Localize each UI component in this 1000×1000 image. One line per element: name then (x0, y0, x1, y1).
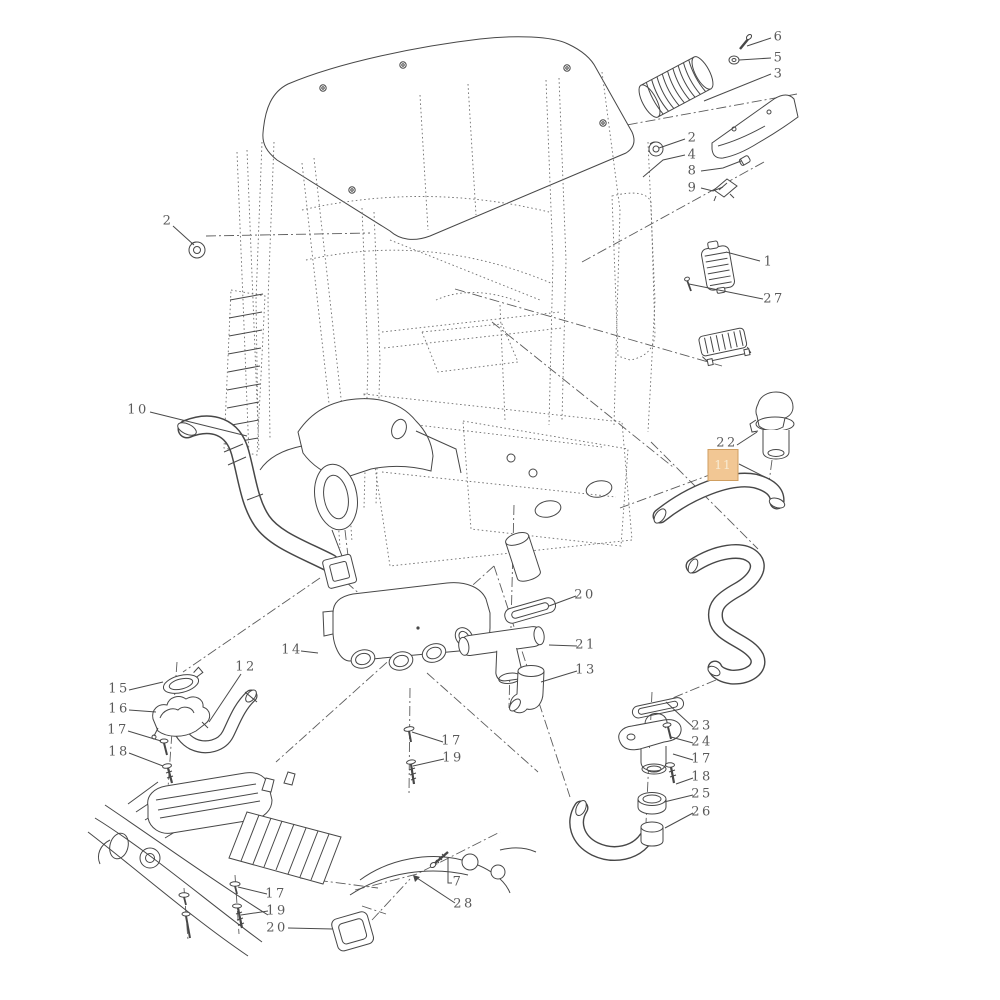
engine-assembly (87, 771, 537, 957)
part-hose-stub (505, 532, 541, 582)
leader-lines (127, 37, 772, 930)
roof-mounts (319, 61, 607, 194)
part-bolt-18-left (162, 763, 174, 784)
part-hose-26 (569, 800, 664, 861)
part-elbow-13 (509, 665, 545, 714)
part-gasket-20-mid (504, 597, 557, 624)
part-tee-duct-21 (458, 626, 545, 684)
part-ring-15 (162, 666, 204, 694)
part-deflector-panel (711, 94, 799, 159)
part-intake-cap (749, 391, 795, 460)
cab-roof-outline (262, 36, 635, 240)
part-air-filter (701, 240, 735, 294)
part-bolt-17-right (662, 722, 672, 740)
part-grommet-5 (728, 55, 740, 65)
part-point-28 (413, 875, 420, 882)
part-grommet-2-left (188, 241, 206, 259)
part-s-hose (685, 544, 766, 685)
part-hose-11 (652, 472, 786, 524)
part-pin-8 (738, 155, 751, 166)
cab-wireframe (223, 36, 656, 567)
part-screw-6 (739, 33, 753, 50)
part-bolt-18-right (665, 762, 677, 784)
part-corrugated-hose (638, 56, 714, 118)
part-clamp-16 (151, 696, 211, 740)
part-washer-17-bottom (178, 881, 241, 906)
part-hose-10 (177, 415, 358, 589)
part-manifold-14 (322, 582, 491, 671)
part-grommet-2-right (648, 141, 664, 157)
part-bolt-17-left (159, 738, 169, 756)
hvac-unit (259, 398, 462, 557)
part-gasket-20-bottom (331, 911, 375, 952)
part-screw-7 (429, 851, 449, 869)
part-vent-grille (698, 327, 752, 367)
part-bolt-17-mid (403, 726, 415, 743)
part-clamp-9 (713, 178, 738, 202)
part-ring-25 (637, 792, 667, 815)
part-gasket-23 (631, 697, 685, 719)
part-bolt-19-bottom (181, 903, 245, 939)
part-screw-27 (684, 276, 692, 292)
part-bolt-19-mid (406, 759, 417, 785)
